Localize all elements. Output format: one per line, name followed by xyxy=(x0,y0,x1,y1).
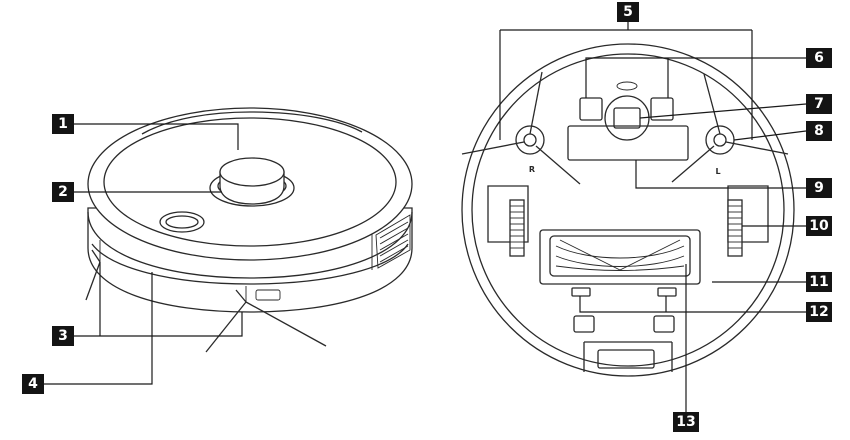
callout-8: 8 xyxy=(806,121,832,141)
brush-right-mark: R xyxy=(529,165,535,174)
callout-5: 5 xyxy=(617,2,639,22)
callout-2: 2 xyxy=(52,182,74,202)
power-button xyxy=(159,211,205,233)
callout-4: 4 xyxy=(22,374,44,394)
lidar-turret xyxy=(209,157,295,207)
callout-7: 7 xyxy=(806,94,832,114)
callout-label-10: 10 xyxy=(809,218,829,234)
callout-label-7: 7 xyxy=(814,96,824,112)
callout-3: 3 xyxy=(52,326,74,346)
callout-label-2: 2 xyxy=(58,184,68,200)
charging-contact-left xyxy=(571,287,591,297)
cliff-sensor-right xyxy=(650,97,674,121)
callout-label-11: 11 xyxy=(809,274,828,290)
battery-cover xyxy=(567,125,689,161)
callout-label-9: 9 xyxy=(814,180,824,196)
brush-left-mark: L xyxy=(715,167,720,176)
callout-label-13: 13 xyxy=(676,414,695,430)
main-brush xyxy=(539,229,701,285)
callout-13: 13 xyxy=(673,412,699,432)
side-brush-left: L xyxy=(671,73,789,183)
callout-label-3: 3 xyxy=(58,328,68,344)
side-brush-right: R xyxy=(461,71,581,185)
callout-12: 12 xyxy=(806,302,832,322)
callout-1: 1 xyxy=(52,114,74,134)
callout-10: 10 xyxy=(806,216,832,236)
callout-label-1: 1 xyxy=(58,116,68,132)
side-vent xyxy=(375,214,411,269)
callout-label-12: 12 xyxy=(809,304,828,320)
cliff-sensor-left xyxy=(579,97,603,121)
callout-label-5: 5 xyxy=(623,4,633,20)
robot-bottom-view: R L xyxy=(461,43,795,377)
drive-wheel-left xyxy=(487,185,529,257)
robot-top-view xyxy=(85,107,413,353)
callout-11: 11 xyxy=(806,272,832,292)
callout-label-6: 6 xyxy=(814,50,824,66)
callout-label-4: 4 xyxy=(28,376,38,392)
drive-wheel-right xyxy=(727,185,769,257)
callout-6: 6 xyxy=(806,48,832,68)
callout-label-8: 8 xyxy=(814,123,824,139)
leader-lines xyxy=(44,22,807,412)
side-brushes-top xyxy=(85,249,327,353)
callout-9: 9 xyxy=(806,178,832,198)
charging-contact-right xyxy=(657,287,677,297)
